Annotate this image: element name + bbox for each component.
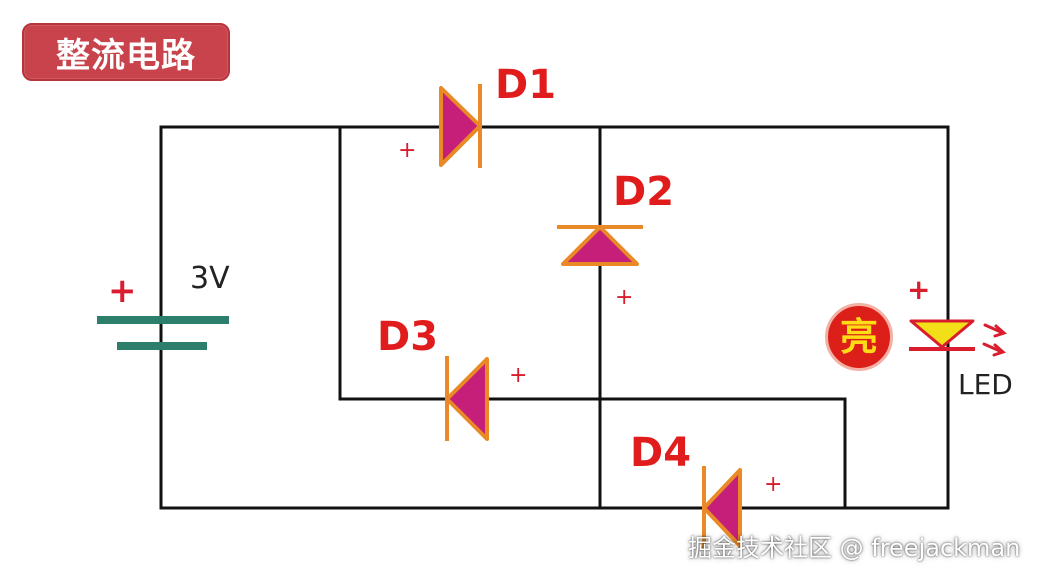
diode-d1 [439,84,482,168]
title-banner: 整流电路 [22,23,230,81]
d2-label: D2 [613,169,675,215]
led-plus-sign: + [907,273,931,306]
led-light-arrows [982,323,1007,357]
watermark-text: 掘金技术社区 @ freejackman [688,534,1021,562]
led-symbol [909,319,1007,357]
d4-label: D4 [630,430,692,476]
diode-d2 [557,225,643,266]
d4-body [702,468,742,548]
led-arrow-upper-line [983,323,1005,335]
d2-plus-sign: + [615,285,634,310]
led-arrow-lower-head [992,343,1006,357]
d4-plus-sign: + [764,472,783,497]
led-label: LED [958,368,1013,401]
led-body [909,319,975,349]
led-arrow-upper-head [993,324,1007,338]
circuit-wires [159,125,950,510]
d2-body [561,225,639,266]
led-status-badge: 亮 [825,303,893,371]
diode-d3 [445,356,489,441]
d3-label: D3 [377,314,439,360]
battery-plus-sign: + [108,271,137,311]
circuit-title: 整流电路 [56,35,196,76]
d1-body [439,86,482,167]
led-status-text: 亮 [839,315,878,359]
inner-left-loop-wire [338,125,602,401]
battery-symbol [97,316,229,350]
battery-long-plate [97,316,229,324]
diode-d4 [702,466,742,549]
battery-short-plate [117,342,207,350]
d3-plus-sign: + [509,363,528,388]
led-arrow-lower-line [982,342,1004,354]
d1-plus-sign: + [398,138,417,163]
d4-top-wire [598,397,847,510]
d3-body [445,357,489,441]
battery-voltage-label: 3V [190,261,230,296]
d1-label: D1 [495,62,557,108]
